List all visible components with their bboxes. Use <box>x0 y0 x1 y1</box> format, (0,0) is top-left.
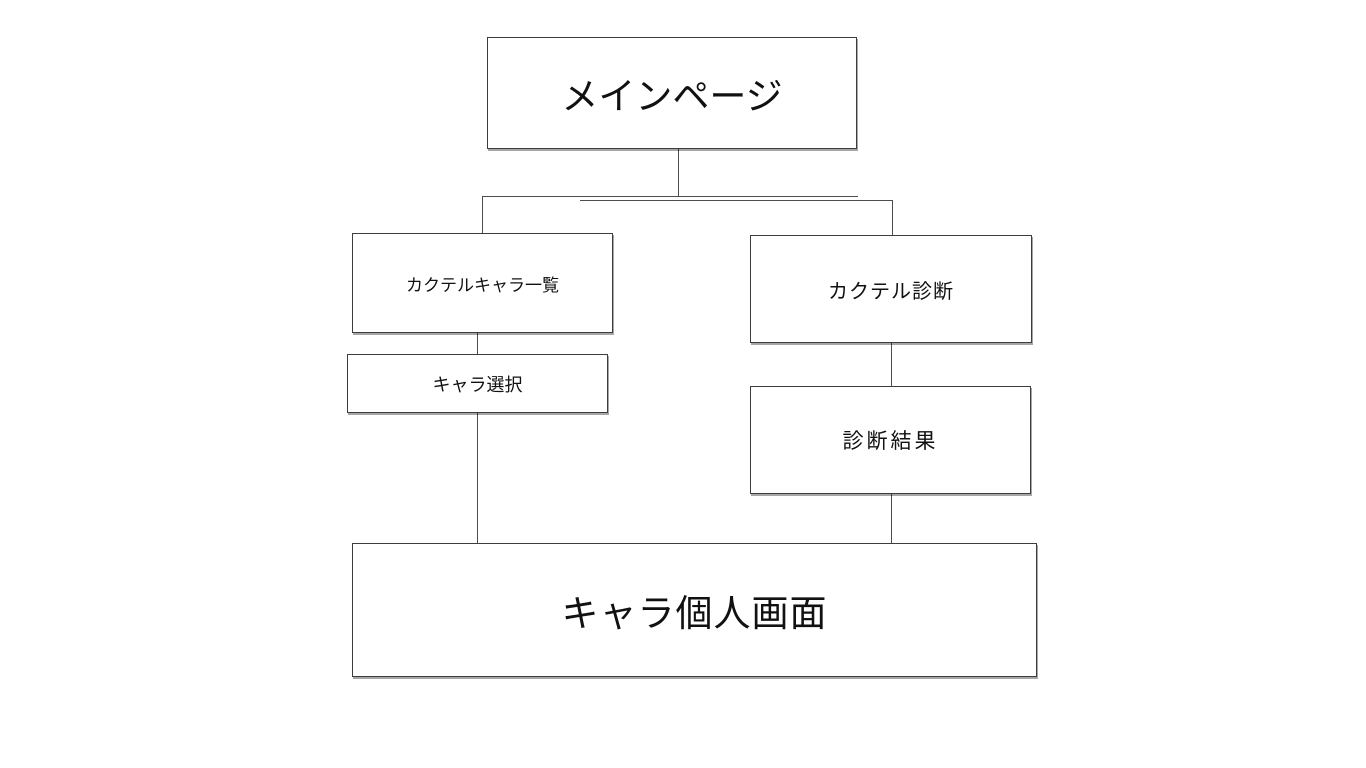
connector-result-to-personal-screen <box>891 494 892 543</box>
node-chara-select-label: キャラ選択 <box>432 374 523 395</box>
connector-branch-left-horizontal <box>482 196 858 197</box>
node-cocktail-chara-list: カクテルキャラ一覧 <box>352 233 613 333</box>
node-cocktail-diagnosis: カクテル診断 <box>750 235 1032 343</box>
connector-main-to-diagnosis <box>892 200 893 235</box>
node-chara-personal-screen: キャラ個人画面 <box>352 543 1037 677</box>
node-chara-personal-screen-label: キャラ個人画面 <box>561 593 828 634</box>
connector-select-to-personal-screen <box>477 413 478 543</box>
connector-main-stem <box>678 149 679 197</box>
node-main-page-label: メインページ <box>561 76 783 117</box>
connector-branch-right-horizontal <box>580 200 893 201</box>
node-diagnosis-result: 診断結果 <box>750 386 1031 494</box>
node-cocktail-diagnosis-label: カクテル診断 <box>828 280 954 303</box>
node-cocktail-chara-list-label: カクテルキャラ一覧 <box>406 275 559 295</box>
node-diagnosis-result-label: 診断結果 <box>842 430 939 453</box>
connector-chara-list-to-select <box>477 333 478 354</box>
node-chara-select: キャラ選択 <box>347 354 608 413</box>
node-main-page: メインページ <box>487 37 857 149</box>
connector-diagnosis-to-result <box>891 343 892 386</box>
connector-main-to-chara-list <box>482 196 483 233</box>
